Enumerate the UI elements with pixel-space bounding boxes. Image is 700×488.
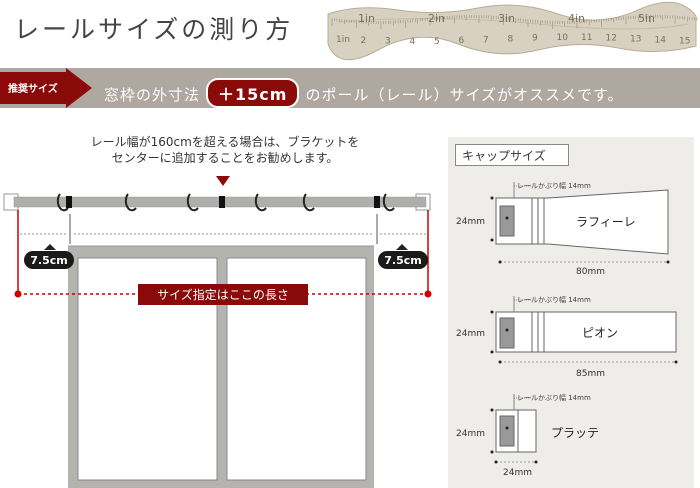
rail-diagram: 7.5cm 7.5cm サイズ指定はここの長さ <box>3 176 432 488</box>
tape-mark: 15 <box>679 36 690 46</box>
cap-size-diagram: レールかぶり幅 14mm 24mm ラフィーレ 80mm レールかぶり幅 14m… <box>456 181 678 478</box>
bracket-note: レール幅が160cmを超える場合は、ブラケットを センターに追加することをお勧め… <box>70 134 380 166</box>
cap3-width-label: 24mm <box>503 468 532 478</box>
page-title: レールサイズの測り方 <box>14 15 294 44</box>
bracket-note-line2: センターに追加することをお勧めします。 <box>111 151 339 165</box>
bracket-center <box>219 196 225 208</box>
cap2-name: ピオン <box>582 326 618 340</box>
cap1-width-label: 80mm <box>576 267 605 277</box>
tape-measure-image: 1in 2 3 4 5 6 7 8 9 10 11 12 13 14 15 1in 2in 3in 4in 5in <box>327 1 698 61</box>
cap2-width-label: 85mm <box>576 369 605 379</box>
tape-inch-label: 2in <box>428 12 445 25</box>
cap2-pion-shape <box>495 311 677 353</box>
tape-mark: 14 <box>655 35 667 45</box>
cap3-overlap-label: レールかぶり幅 14mm <box>517 393 591 402</box>
left-offset-badge <box>24 251 74 269</box>
tape-mark: 13 <box>630 34 641 44</box>
tape-mark: 7 <box>483 35 489 45</box>
size-label-box <box>138 284 308 305</box>
cap1-overlap-label: レールかぶり幅 14mm <box>517 181 591 190</box>
recommend-tag-arrow <box>0 68 92 108</box>
recommend-text: 窓枠の外寸法 ＋15cm のポール（レール）サイズがオススメです。 <box>104 78 624 108</box>
ring-4 <box>254 193 267 212</box>
cap3-height-label: 24mm <box>456 429 485 439</box>
ring-3 <box>186 193 199 212</box>
cap1-name: ラフィーレ <box>576 215 636 229</box>
center-marker-arrow <box>216 176 230 186</box>
cap2-height-label: 24mm <box>456 329 485 339</box>
tape-mark: 3 <box>385 37 391 47</box>
tape-mark: 1in <box>336 35 350 45</box>
tape-mark: 9 <box>532 33 538 43</box>
tape-mark: 12 <box>606 34 617 44</box>
recommend-banner <box>0 68 700 108</box>
recommend-prefix: 窓枠の外寸法 <box>104 86 201 104</box>
size-label: サイズ指定はここの長さ <box>157 287 289 302</box>
recommend-suffix: のポール（レール）サイズがオススメです。 <box>305 86 624 104</box>
bracket-right <box>374 196 380 208</box>
cap1-height-label: 24mm <box>456 217 485 227</box>
recommend-highlight: ＋15cm <box>206 78 300 108</box>
bracket-left <box>66 196 72 208</box>
left-offset-label: 7.5cm <box>30 254 67 267</box>
tape-mark: 2 <box>361 36 367 46</box>
tape-inch-label: 3in <box>498 12 515 25</box>
ring-1 <box>56 193 69 212</box>
tape-mark: 10 <box>557 33 569 43</box>
ring-2 <box>124 193 137 212</box>
cap2-overlap-label: レールかぶり幅 14mm <box>517 295 591 304</box>
ring-5 <box>302 193 315 212</box>
right-offset-badge <box>378 251 428 269</box>
tape-inch-label: 1in <box>358 12 375 25</box>
tape-mark: 6 <box>459 36 465 46</box>
ring-6 <box>382 193 395 212</box>
cap1-raffile-shape <box>495 189 669 255</box>
bracket-note-line1: レール幅が160cmを超える場合は、ブラケットを <box>90 135 360 149</box>
tape-mark: 8 <box>508 34 514 44</box>
tape-inch-label: 5in <box>638 12 655 25</box>
tape-inch-label: 4in <box>568 12 585 25</box>
right-offset-label: 7.5cm <box>384 254 421 267</box>
tape-mark: 11 <box>581 33 592 43</box>
cap-size-title: キャップサイズ <box>455 144 569 166</box>
recommend-tag-label: 推奨サイズ <box>8 84 58 95</box>
tape-mark: 5 <box>434 37 440 47</box>
tape-mark: 4 <box>410 37 416 47</box>
cap3-name: プラッテ <box>551 426 599 440</box>
